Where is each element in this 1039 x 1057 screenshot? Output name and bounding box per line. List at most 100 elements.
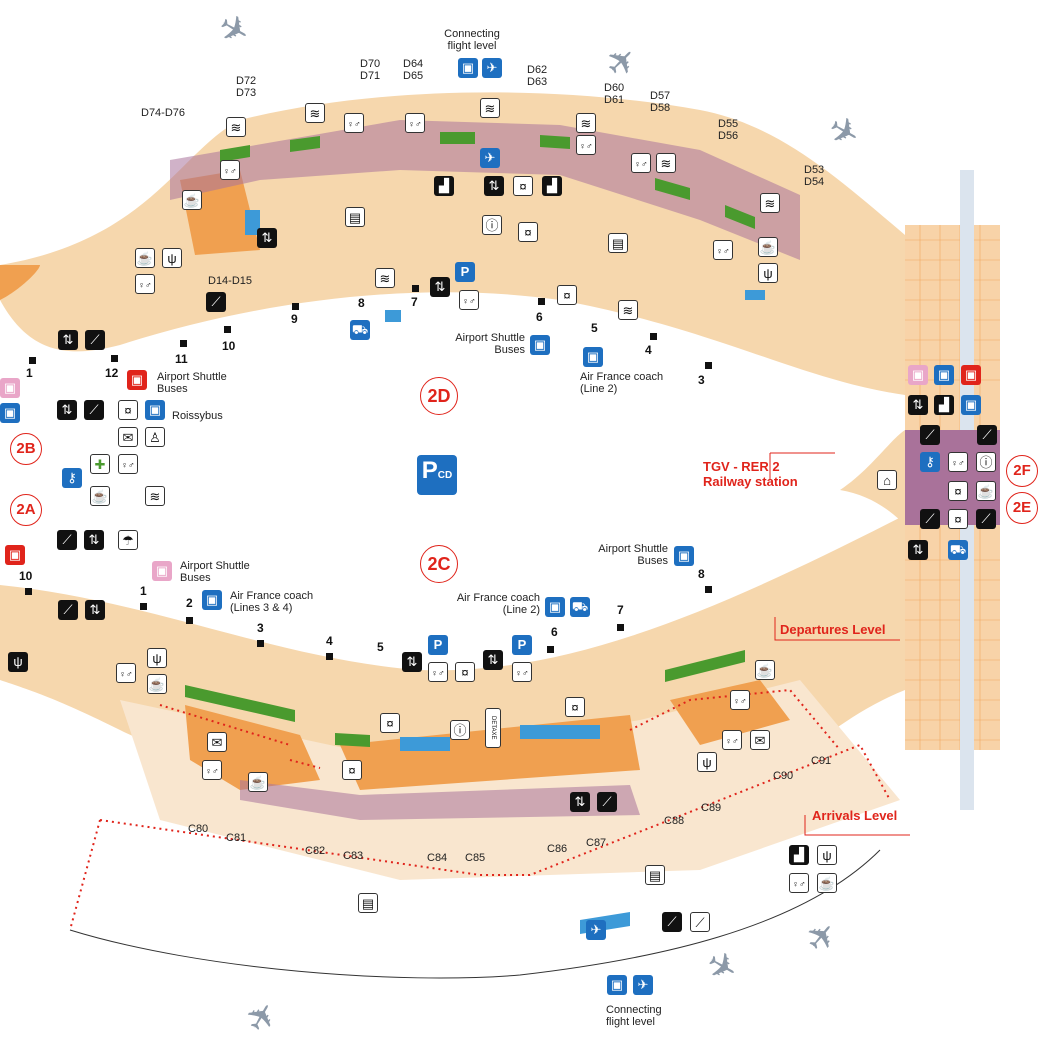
gate-label: D61	[604, 94, 625, 106]
door-number: 10	[19, 569, 33, 583]
gate-label: C83	[343, 850, 364, 862]
terminal-2d-badge: 2D	[420, 377, 458, 415]
mail-icon: ✉	[207, 732, 227, 752]
taxi-icon: ⛟	[570, 597, 590, 617]
door-number: 3	[698, 373, 705, 387]
coffee-icon: ☕	[976, 481, 996, 501]
terminal-2b-badge: 2B	[10, 433, 42, 465]
door-number: 10	[222, 339, 236, 353]
gate-label: C87	[586, 837, 607, 849]
gate-label: D60	[604, 82, 625, 94]
toilet-icon: ♀♂	[405, 113, 425, 133]
door-number: 3	[257, 621, 264, 635]
detaxe-sign: DETAXE	[485, 708, 501, 748]
taxi-icon: ⛟	[350, 320, 370, 340]
toilet-icon: ♀♂	[116, 663, 136, 683]
car-rental-icon: ⚷	[62, 468, 82, 488]
door-marker	[705, 362, 712, 369]
door-marker	[292, 303, 299, 310]
gate-label: D14-D15	[208, 275, 253, 287]
bus-icon: ▣	[934, 365, 954, 385]
door-marker	[111, 355, 118, 362]
gate-label: D72	[236, 75, 257, 87]
terminal-2c-badge: 2C	[420, 545, 458, 583]
parking-icon[interactable]: P	[455, 262, 475, 282]
gate-label: C91	[811, 755, 832, 767]
lift-icon: ⇅	[908, 540, 928, 560]
mail-icon: ✉	[750, 730, 770, 750]
lift-icon: ⇅	[402, 652, 422, 672]
gate-label: C82	[305, 845, 326, 857]
toilet-icon: ♀♂	[722, 730, 742, 750]
gate-label: D58	[650, 102, 671, 114]
restaurant-icon: ψ	[817, 845, 837, 865]
shuttle-label-2d: Airport Shuttle Buses	[455, 332, 525, 356]
bus-icon: ▣	[674, 546, 694, 566]
door-marker	[617, 624, 624, 631]
exchange-icon: ¤	[118, 400, 138, 420]
smoking-icon: ≋	[576, 113, 596, 133]
toilet-icon: ♀♂	[459, 290, 479, 310]
door-marker	[705, 586, 712, 593]
door-marker	[326, 653, 333, 660]
parking-cd-sign[interactable]: PCD	[417, 455, 457, 495]
terminal-2a-badge: 2A	[10, 494, 42, 526]
taxi-icon: ⛟	[948, 540, 968, 560]
coffee-icon: ☕	[817, 873, 837, 893]
restaurant-icon: ψ	[758, 263, 778, 283]
connecting-plane-icon: ✈	[633, 975, 653, 995]
bus-icon: ▣	[0, 378, 20, 398]
escalator-icon: ⟋	[920, 509, 940, 529]
door-number: 4	[326, 634, 333, 648]
stairs-icon: ▟	[934, 395, 954, 415]
door-number: 11	[175, 352, 188, 366]
first-aid-icon: ✚	[90, 454, 110, 474]
departures-level-label: Departures Level	[780, 622, 886, 637]
door-number: 5	[377, 640, 384, 654]
lift-icon: ⇅	[57, 400, 77, 420]
parking-icon[interactable]: P	[512, 635, 532, 655]
escalator-icon: ⟋	[977, 425, 997, 445]
door-marker	[412, 285, 419, 292]
shuttle-label-2c: Airport Shuttle Buses	[598, 543, 668, 567]
baggage-icon: ▤	[358, 893, 378, 913]
coffee-icon: ☕	[758, 237, 778, 257]
exchange-icon: ¤	[455, 662, 475, 682]
gate-label: D56	[718, 130, 739, 142]
toilet-icon: ♀♂	[948, 452, 968, 472]
stairs-icon: ▟	[434, 176, 454, 196]
coffee-icon: ☕	[755, 660, 775, 680]
lift-icon: ⇅	[85, 600, 105, 620]
shuttle-label-pink: Airport Shuttle Buses	[180, 560, 250, 584]
gate-label: D70	[360, 58, 381, 70]
door-marker	[650, 333, 657, 340]
smoking-icon: ≋	[760, 193, 780, 213]
gate-label: D73	[236, 87, 257, 99]
escalator-icon: ⟋	[976, 509, 996, 529]
escalator-icon: ⟋	[84, 400, 104, 420]
toilet-icon: ♀♂	[118, 454, 138, 474]
gate-label: C85	[465, 852, 486, 864]
exchange-icon: ¤	[518, 222, 538, 242]
escalator-icon: ⟋	[690, 912, 710, 932]
bus-icon: ▣	[127, 370, 147, 390]
coffee-icon: ☕	[90, 486, 110, 506]
af-coach-label-2c: Air France coach (Line 2)	[456, 592, 540, 616]
bus-icon: ▣	[0, 403, 20, 423]
gate-label: D64	[403, 58, 424, 70]
arrivals-level-label: Arrivals Level	[812, 808, 898, 823]
door-marker	[224, 326, 231, 333]
exchange-icon: ¤	[948, 481, 968, 501]
stairs-icon: ▟	[789, 845, 809, 865]
toilet-icon: ♀♂	[344, 113, 364, 133]
door-number: 12	[105, 366, 119, 380]
gate-label: C81	[226, 832, 247, 844]
railway-label-1: TGV - RER 2	[703, 459, 780, 474]
gate-label: C80	[188, 823, 209, 835]
lift-icon: ⇅	[908, 395, 928, 415]
prayer-room-icon: ♙	[145, 427, 165, 447]
door-marker	[547, 646, 554, 653]
gate-label: C88	[664, 815, 685, 827]
parking-icon[interactable]: P	[428, 635, 448, 655]
